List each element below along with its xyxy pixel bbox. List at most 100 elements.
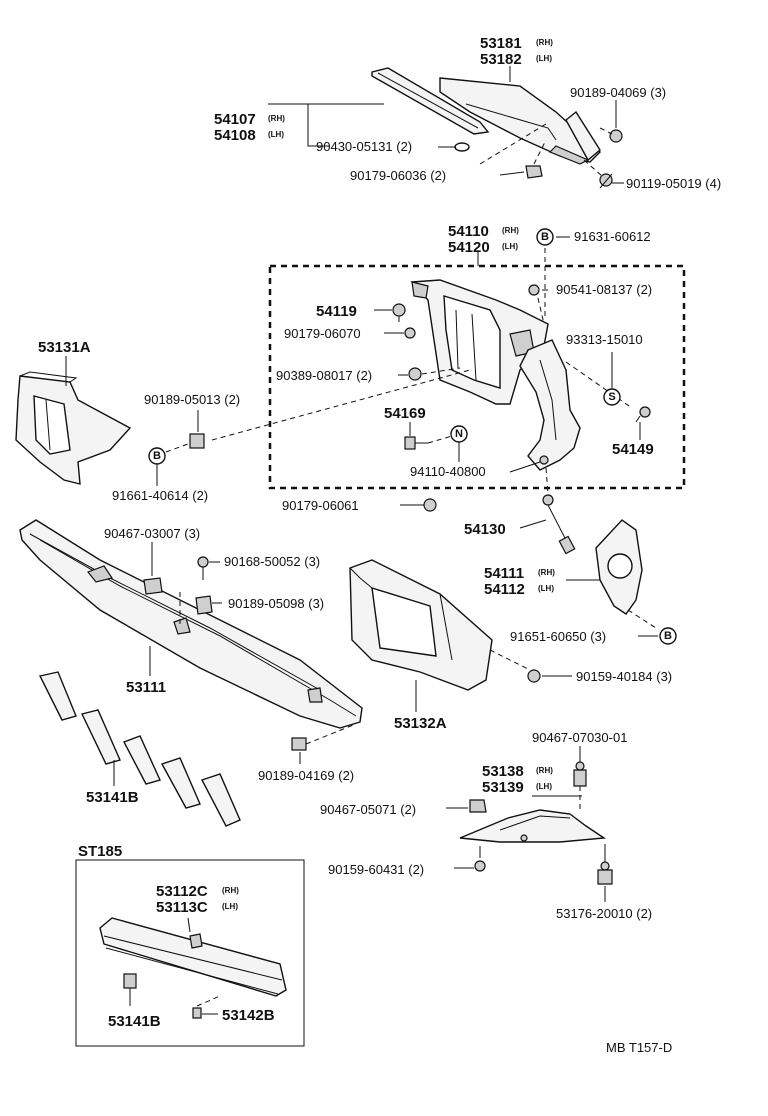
label-90168: 90168-50052 (3): [224, 554, 320, 569]
nut-90179-06061: [400, 498, 437, 512]
svg-text:B: B: [541, 231, 549, 243]
label-90467-07030: 90467-07030-01: [532, 730, 627, 745]
screw-90168-50052: [197, 556, 220, 580]
nut-90179-06036: [525, 165, 543, 179]
support-rod-54130: [519, 467, 576, 555]
label-90179-06061: 90179-06061: [282, 498, 359, 513]
circle-b-top: B: [536, 228, 554, 246]
label-90389: 90389-08017 (2): [276, 368, 372, 383]
label-90119: 90119-05019 (4): [626, 176, 721, 191]
headlamp-bracket-53131A: [15, 356, 132, 485]
clip-90467-07030: [573, 746, 587, 812]
bolt-54119: [392, 303, 406, 317]
label-94110: 94110-40800: [410, 464, 486, 479]
headlamp-housing-assembly: B S N: [211, 228, 686, 490]
svg-text:(RH): (RH): [538, 568, 555, 577]
svg-text:B: B: [153, 450, 161, 462]
label-90179-06070: 90179-06070: [284, 326, 361, 341]
label-90159-40184: 90159-40184 (3): [576, 669, 672, 684]
upper-panel-53111: [19, 519, 363, 729]
label-54169: 54169: [384, 405, 426, 422]
clip-53176-20010: [597, 844, 613, 902]
label-90189-05013: 90189-05013 (2): [144, 392, 240, 407]
screw-90119-05019: [599, 173, 613, 189]
circle-s: S: [603, 388, 621, 406]
label-54130: 54130: [464, 521, 506, 538]
upper-cover-assembly: [268, 66, 624, 189]
circle-n: N: [450, 425, 468, 443]
label-93313: 93313-15010: [566, 332, 643, 347]
label-90189-05098: 90189-05098 (3): [228, 596, 324, 611]
label-st185: ST185: [78, 843, 122, 860]
cover-53138: [459, 795, 607, 843]
svg-text:(LH): (LH): [222, 902, 238, 911]
label-53132A: 53132A: [394, 715, 447, 732]
label-91651: 91651-60650 (3): [510, 629, 606, 644]
svg-text:N: N: [455, 428, 463, 440]
bracket-54111: [566, 519, 657, 629]
label-90430: 90430-05131 (2): [316, 139, 412, 154]
label-53112C: 53112C: [156, 883, 208, 900]
support-bracket: [519, 339, 581, 471]
label-90541: 90541-08137 (2): [556, 282, 652, 297]
label-91661: 91661-40614 (2): [112, 488, 208, 503]
label-53113C: 53113C: [156, 899, 208, 916]
grille-strips-53141B: [38, 671, 241, 827]
st185-inset: [75, 859, 305, 1047]
label-53131A: 53131A: [38, 339, 91, 356]
nut-90389-08017: [408, 367, 422, 381]
clip-90467-05071: [446, 799, 487, 813]
label-90467-03007: 90467-03007 (3): [104, 526, 200, 541]
svg-text:(RH): (RH): [536, 38, 553, 47]
svg-text:B: B: [664, 630, 672, 642]
circle-b-left: B: [148, 443, 189, 486]
label-54107: 54107: [214, 111, 256, 128]
nut-90179-06070: [404, 327, 416, 339]
label-53141B-inset: 53141B: [108, 1013, 161, 1030]
clip-90467-03007: [143, 542, 163, 595]
svg-text:(LH): (LH): [268, 130, 284, 139]
bolt-54169: [404, 436, 428, 450]
washer-90430: [454, 142, 470, 152]
svg-text:(LH): (LH): [536, 782, 552, 791]
svg-text:(LH): (LH): [536, 54, 552, 63]
screw-54149: [635, 406, 651, 423]
diagram-reference-code: MB T157-D: [606, 1040, 672, 1055]
svg-text:(RH): (RH): [502, 226, 519, 235]
label-53176: 53176-20010 (2): [556, 906, 652, 921]
label-54149: 54149: [612, 441, 654, 458]
label-54108: 54108: [214, 127, 256, 144]
label-90179-06036: 90179-06036 (2): [350, 168, 446, 183]
svg-text:(RH): (RH): [222, 886, 239, 895]
screw-90159-40184: [489, 649, 572, 683]
clip-53141B-inset: [123, 973, 137, 989]
label-53141B-main: 53141B: [86, 789, 139, 806]
clip-90189-05013: [189, 410, 205, 449]
svg-text:(LH): (LH): [538, 584, 554, 593]
circle-b-right: B: [638, 627, 677, 645]
svg-text:(RH): (RH): [268, 114, 285, 123]
label-91631: 91631-60612: [574, 229, 651, 244]
label-54110: 54110: [448, 223, 489, 240]
label-53142B: 53142B: [222, 1007, 275, 1024]
label-53182: 53182: [480, 51, 522, 68]
svg-text:(LH): (LH): [502, 242, 518, 251]
label-90467-05071: 90467-05071 (2): [320, 802, 416, 817]
label-54111: 54111: [484, 565, 524, 582]
part-labels: 53181 (RH) 53182 (LH) 54107 (RH) 54108 (…: [38, 35, 721, 1055]
label-54112: 54112: [484, 581, 525, 598]
label-90159-60431: 90159-60431 (2): [328, 862, 424, 877]
label-90189-04169: 90189-04169 (2): [258, 768, 354, 783]
svg-text:(RH): (RH): [536, 766, 553, 775]
clip-90189-05098: [179, 592, 222, 626]
label-90189-04069: 90189-04069 (3): [570, 85, 666, 100]
svg-text:S: S: [608, 391, 615, 403]
label-53111: 53111: [126, 679, 166, 696]
clip-90189-04169: [291, 723, 357, 764]
clip-90189-04069: [609, 129, 623, 143]
label-53138: 53138: [482, 763, 524, 780]
label-53181: 53181: [480, 35, 522, 52]
label-54120: 54120: [448, 239, 490, 256]
grommet-90541: [528, 284, 540, 296]
